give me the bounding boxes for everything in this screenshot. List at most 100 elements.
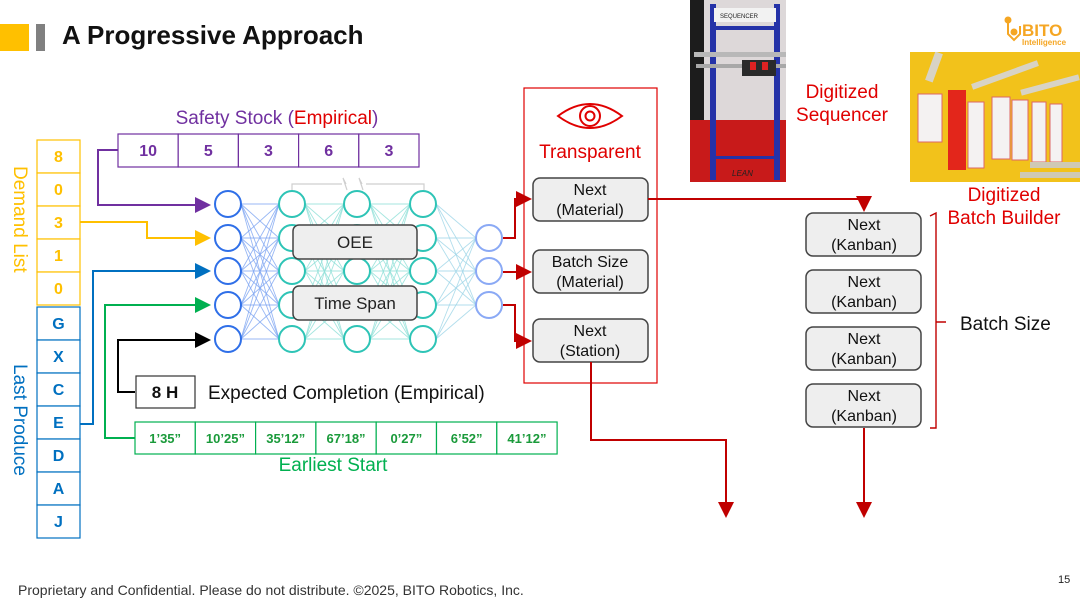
safety-stock-value: 6: [324, 143, 333, 160]
last-produce-connector: [80, 263, 211, 425]
earliest-start-cell: 41’12”: [496, 421, 558, 455]
safety-stock-value: 3: [384, 143, 393, 160]
network-edge: [240, 270, 280, 340]
demand-list-cell: 3: [36, 205, 81, 240]
title-accent-yellow: [0, 24, 29, 51]
output-line1: Next: [574, 182, 607, 199]
footer-disclaimer: Proprietary and Confidential. Please do …: [18, 582, 524, 598]
kanban-box: Next(Kanban): [805, 212, 922, 257]
hidden-node: [343, 325, 371, 353]
output-node: [475, 257, 503, 285]
input-node: [214, 224, 242, 252]
sequencer-label-1: Digitized: [806, 82, 879, 103]
demand-list-value: 1: [54, 248, 63, 265]
safety-stock-cell: 3: [358, 133, 420, 168]
expected-completion-connector: [117, 332, 211, 393]
demand-list-value: 0: [54, 281, 63, 298]
batch-size-bracket: [929, 211, 946, 429]
sequencer-label-2: Sequencer: [796, 105, 889, 126]
kanban-line1: Next: [848, 217, 881, 234]
batch-builder-label-1: Digitized: [968, 185, 1041, 206]
slide-title: A Progressive Approach: [62, 20, 364, 50]
network-edge: [435, 270, 477, 340]
input-node: [214, 190, 242, 218]
output-connector-3: [503, 304, 532, 349]
kanban-line1: Next: [848, 331, 881, 348]
batch-builder-photo: [910, 52, 1080, 182]
last-produce-cell: G: [36, 306, 81, 341]
sequencer-photo: SEQUENCER LEAN: [690, 0, 786, 182]
safety-stock-value: 5: [204, 143, 213, 160]
last-produce-cell: A: [36, 471, 81, 506]
earliest-start-connector: [104, 297, 211, 439]
kanban-line2: (Kanban): [831, 408, 897, 425]
time-span-box: Time Span: [292, 285, 418, 321]
earliest-start-value: 10’25”: [206, 431, 245, 446]
safety-stock-cell: 3: [237, 133, 300, 168]
output-line2: (Material): [556, 202, 624, 219]
network-edge: [435, 237, 477, 340]
kanban-line2: (Kanban): [831, 294, 897, 311]
hidden-node: [343, 190, 371, 218]
input-node: [214, 291, 242, 319]
logo-sub: Intelligence: [1022, 38, 1067, 47]
kanban-line1: Next: [848, 388, 881, 405]
last-produce-value: G: [52, 316, 64, 333]
input-node: [214, 325, 242, 353]
output-line1: Next: [574, 323, 607, 340]
circuit-hex-logo-icon: [1004, 16, 1021, 42]
earliest-start-value: 35’12”: [266, 431, 305, 446]
earliest-start-value: 1’35”: [149, 431, 181, 446]
earliest-start-cell: 6’52”: [435, 421, 498, 455]
network-edge: [435, 237, 477, 306]
safety-stock-connector: [97, 149, 211, 213]
kanban-line1: Next: [848, 274, 881, 291]
demand-list-value: 3: [54, 215, 63, 232]
transparent-output-box: Next (Station): [532, 318, 649, 363]
safety-stock-label: Safety Stock (Empirical): [176, 108, 379, 129]
last-produce-cell: X: [36, 339, 81, 374]
network-edge: [240, 203, 280, 272]
kanban-box: Next (Kanban): [805, 383, 922, 428]
earliest-start-cell: 0’27”: [375, 421, 438, 455]
hidden-node: [343, 257, 371, 285]
last-produce-value: X: [53, 349, 64, 366]
safety-stock-cell: 5: [177, 133, 239, 168]
demand-connector: [80, 221, 211, 246]
last-produce-cell: C: [36, 372, 81, 407]
output-line2: (Material): [556, 274, 624, 291]
network-edge: [435, 304, 477, 340]
last-produce-cell: E: [36, 405, 81, 440]
earliest-start-cell: 1’35”: [134, 421, 196, 455]
demand-list-value: 0: [54, 182, 63, 199]
hidden-layer-bracket: [291, 177, 425, 191]
network-edge: [435, 237, 477, 272]
output-line2: (Station): [560, 343, 620, 360]
time-span-label: Time Span: [314, 294, 396, 313]
last-produce-value: D: [53, 448, 65, 465]
demand-list-cell: 8: [36, 139, 81, 174]
sequencer-brand: LEAN: [732, 169, 753, 178]
kanban-stack: Next(Kanban)Next(Kanban)Next(Kanban)Next…: [805, 212, 922, 428]
hidden-node: [278, 190, 306, 218]
output-node: [475, 224, 503, 252]
network-nodes: [214, 190, 503, 353]
output-connector-1: [503, 191, 532, 239]
demand-list-cell: 0: [36, 271, 81, 306]
eye-icon: [556, 103, 624, 129]
transparent-output-box: Batch Size(Material): [532, 249, 649, 294]
earliest-start-value: 6’52”: [451, 431, 483, 446]
output-node: [475, 291, 503, 319]
earliest-start-label: Earliest Start: [279, 455, 388, 476]
hidden-node: [278, 257, 306, 285]
expected-completion-label: Expected Completion (Empirical): [208, 383, 485, 404]
network-edge: [240, 304, 280, 340]
last-produce-value: A: [53, 481, 65, 498]
demand-list-cell: 0: [36, 172, 81, 207]
demand-list-cell: 1: [36, 238, 81, 273]
transparent-outputs: Next(Material)Batch Size(Material)Next(S…: [532, 177, 649, 363]
earliest-start-value: 41’12”: [507, 431, 546, 446]
transparent-output-box: Next (Material): [532, 177, 649, 222]
earliest-start-cell: 35’12”: [255, 421, 317, 455]
